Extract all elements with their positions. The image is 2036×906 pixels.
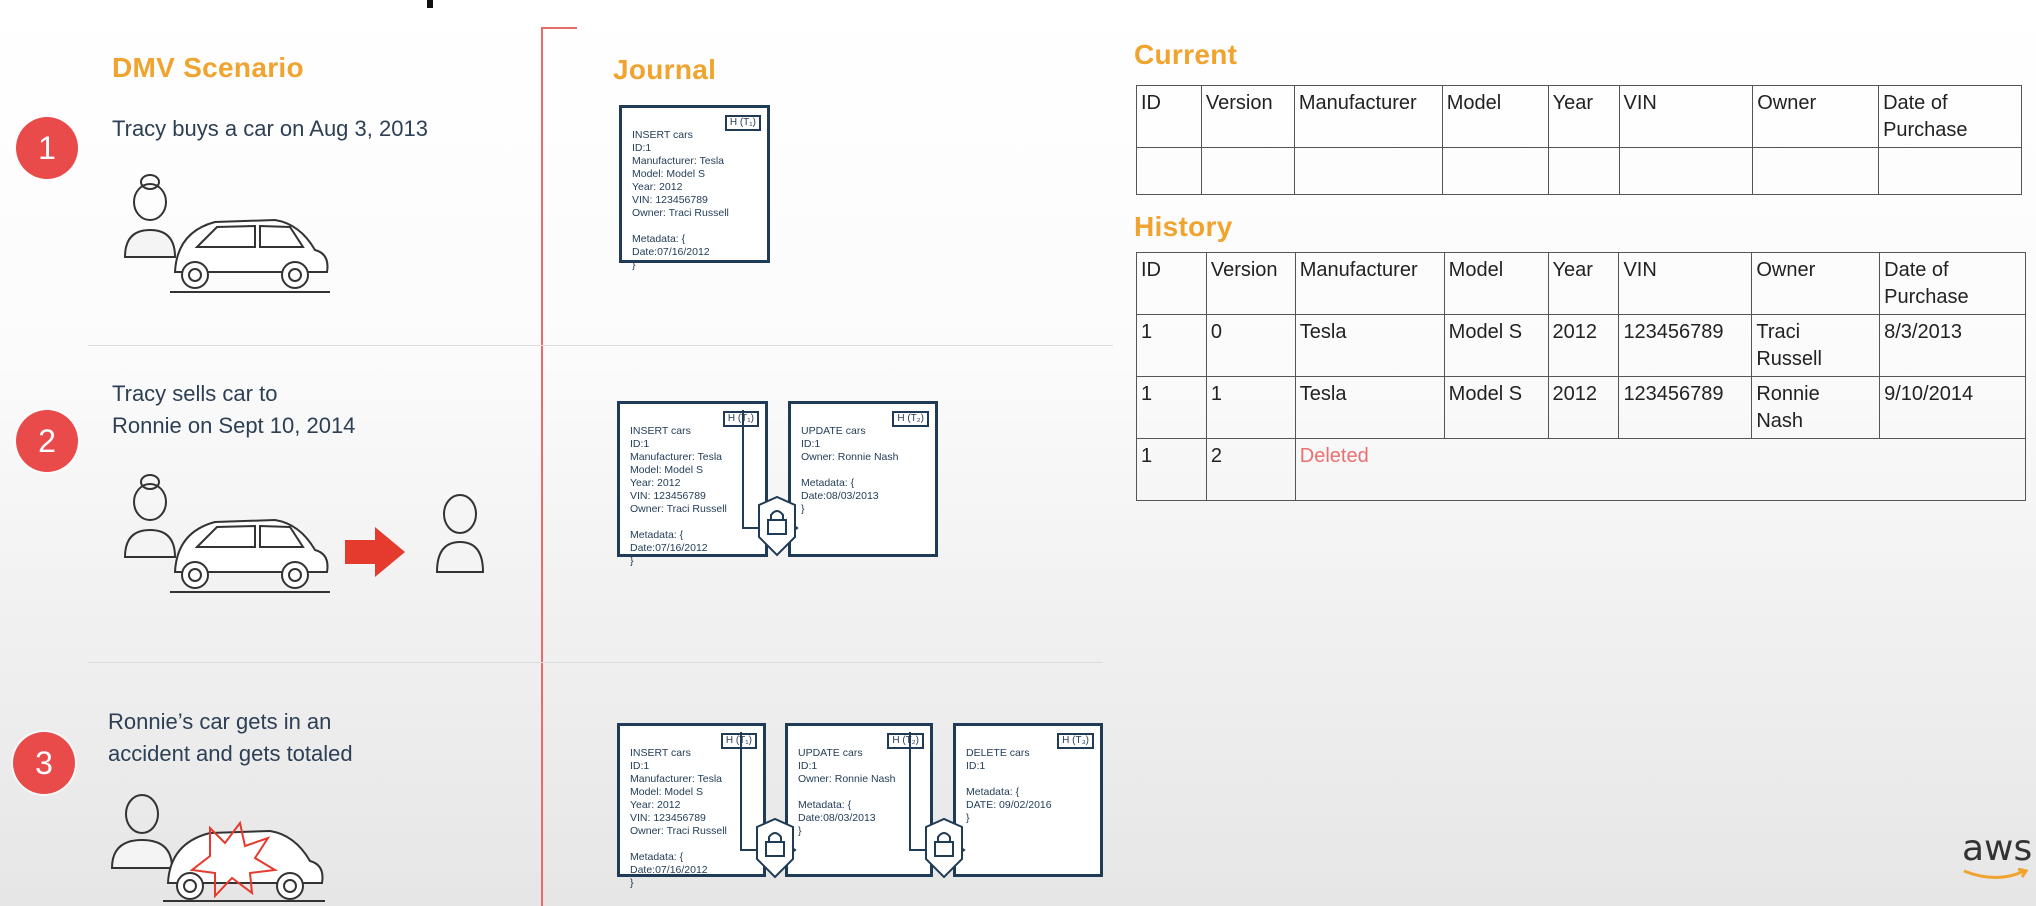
table-cell xyxy=(1200,147,1295,195)
history-title: History xyxy=(1134,211,1233,242)
column-header-model: Model xyxy=(1443,252,1549,315)
journal-block-insert: INSERT cars ID:1 Manufacturer: Tesla Mod… xyxy=(619,105,770,271)
column-header-owner: Owner xyxy=(1752,85,1880,148)
journal-block-update: UPDATE cars ID:1 Owner: Ronnie Nash Meta… xyxy=(785,723,933,877)
journal-update-text: UPDATE cars ID:1 Owner: Ronnie Nash Meta… xyxy=(798,747,896,837)
current-title: Current xyxy=(1134,39,1238,70)
totaled-car-illustration xyxy=(110,794,325,902)
cell-vin: 123456789 xyxy=(1618,376,1753,439)
column-header-version: Version xyxy=(1205,252,1296,315)
column-header-id: ID xyxy=(1136,85,1202,148)
chain-link-lock-icon xyxy=(740,732,797,879)
hash-badge-t1: H (T₁) xyxy=(724,115,761,131)
column-header-vin: VIN xyxy=(1618,85,1754,148)
table-cell xyxy=(1752,147,1880,195)
step-text-2: Tracy sells car to Ronnie on Sept 10, 20… xyxy=(112,381,356,438)
journal-update-text: UPDATE cars ID:1 Owner: Ronnie Nash Meta… xyxy=(801,425,899,515)
column-header-manufacturer: Manufacturer xyxy=(1293,85,1443,148)
car-sale-illustration xyxy=(123,474,485,593)
cell-version: 1 xyxy=(1205,376,1296,439)
journal-delete-text: DELETE cars ID:1 Metadata: { DATE: 09/02… xyxy=(966,747,1052,824)
cell-date-of-purchase: 9/10/2014 xyxy=(1879,376,2026,439)
cell-year: 2012 xyxy=(1547,314,1620,377)
step-number-3: 3 xyxy=(13,732,75,794)
divider-vertical-cap xyxy=(541,27,577,29)
journal-title: Journal xyxy=(613,54,717,85)
column-header-year: Year xyxy=(1547,252,1620,315)
cell-date-of-purchase: 8/3/2013 xyxy=(1879,314,2026,377)
cell-version: 2 xyxy=(1205,438,1296,501)
column-header-date-of-purchase: Date of Purchase xyxy=(1878,85,2022,148)
current-empty-row xyxy=(1136,147,2022,195)
column-header-manufacturer: Manufacturer xyxy=(1294,252,1445,315)
cell-id: 1 xyxy=(1136,376,1207,439)
current-table: ID Version Manufacturer Model Year VIN O… xyxy=(1136,85,2022,195)
column-header-id: ID xyxy=(1136,252,1207,315)
step-text-3: Ronnie’s car gets in an accident and get… xyxy=(108,709,353,766)
column-header-owner: Owner xyxy=(1751,252,1881,315)
table-cell xyxy=(1547,147,1620,195)
column-header-vin: VIN xyxy=(1618,252,1753,315)
cell-owner: Ronnie Nash xyxy=(1751,376,1881,439)
aws-logo: aws xyxy=(1962,828,2033,879)
hash-badge-t3: H (T₃) xyxy=(1057,733,1094,749)
column-header-date-of-purchase: Date of Purchase xyxy=(1879,252,2026,315)
cell-owner: Traci Russell xyxy=(1751,314,1881,377)
hash-badge-t1: H (T₁) xyxy=(722,411,759,427)
current-header-row: ID Version Manufacturer Model Year VIN O… xyxy=(1136,85,2022,148)
cell-version: 0 xyxy=(1205,314,1296,377)
table-cell xyxy=(1293,147,1443,195)
table-row: 1 1 Tesla Model S 2012 123456789 Ronnie … xyxy=(1136,376,2026,439)
table-cell xyxy=(1441,147,1549,195)
history-table: ID Version Manufacturer Model Year VIN O… xyxy=(1136,252,2027,501)
chain-link-lock-icon xyxy=(909,732,966,879)
cell-id: 1 xyxy=(1136,314,1207,377)
aws-smile-icon xyxy=(1963,868,2029,879)
divider-row-2 xyxy=(88,662,1103,663)
journal-insert-text: INSERT cars ID:1 Manufacturer: Tesla Mod… xyxy=(632,129,729,271)
aws-logo-text: aws xyxy=(1962,828,2033,869)
cell-year: 2012 xyxy=(1547,376,1620,439)
table-cell xyxy=(1878,147,2022,195)
column-header-version: Version xyxy=(1200,85,1295,148)
woman-with-car-illustration xyxy=(123,174,330,293)
scenario-title: DMV Scenario xyxy=(112,52,304,83)
history-header-row: ID Version Manufacturer Model Year VIN O… xyxy=(1136,252,2026,315)
table-row: 1 0 Tesla Model S 2012 123456789 Traci R… xyxy=(1136,314,2026,377)
deleted-status: Deleted xyxy=(1294,438,2027,501)
journal-insert-text: INSERT cars ID:1 Manufacturer: Tesla Mod… xyxy=(630,425,727,567)
chain-link-lock-icon xyxy=(742,410,799,557)
step-number-1: 1 xyxy=(16,117,78,179)
divider-vertical xyxy=(541,28,543,906)
column-header-year: Year xyxy=(1547,85,1620,148)
cell-vin: 123456789 xyxy=(1618,314,1753,377)
divider-row-1 xyxy=(88,345,1113,346)
cell-manufacturer: Tesla xyxy=(1294,376,1445,439)
hash-badge-t2: H (T₂) xyxy=(887,733,924,749)
journal-block-delete: DELETE cars ID:1 Metadata: { DATE: 09/02… xyxy=(953,723,1103,877)
cell-id: 1 xyxy=(1136,438,1207,501)
cell-model: Model S xyxy=(1443,376,1549,439)
cell-model: Model S xyxy=(1443,314,1549,377)
table-cell xyxy=(1136,147,1202,195)
step-text-1: Tracy buys a car on Aug 3, 2013 xyxy=(112,116,428,141)
hash-badge-t1: H (T₁) xyxy=(720,733,757,749)
hash-badge-t2: H (T₂) xyxy=(892,411,929,427)
table-row-deleted: 1 2 Deleted xyxy=(1136,438,2027,501)
table-cell xyxy=(1618,147,1754,195)
column-header-model: Model xyxy=(1441,85,1549,148)
journal-insert-text: INSERT cars ID:1 Manufacturer: Tesla Mod… xyxy=(630,747,727,889)
journal-block-update: UPDATE cars ID:1 Owner: Ronnie Nash Meta… xyxy=(788,401,938,557)
cut-title-fragment xyxy=(400,0,460,8)
step-number-2: 2 xyxy=(16,410,78,472)
cell-manufacturer: Tesla xyxy=(1294,314,1445,377)
